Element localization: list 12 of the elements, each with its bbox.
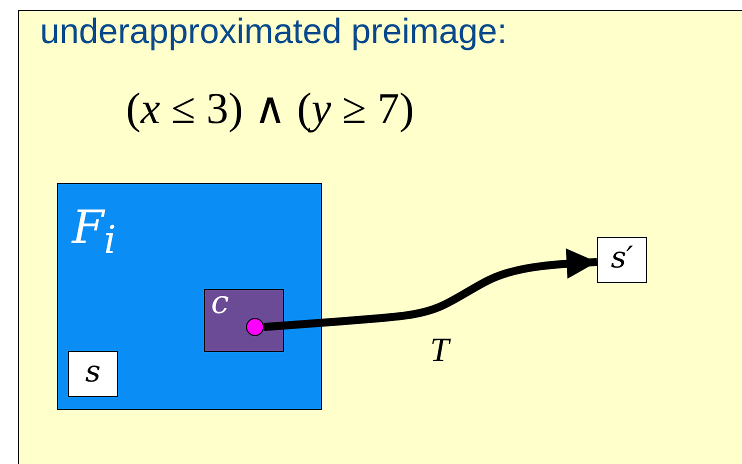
math-label: s [85,358,101,388]
cube-box [204,289,284,352]
title: underapproximated preimage: [40,12,507,52]
state-dot [246,318,264,336]
math-label: F$_{i}$ [72,204,116,261]
state-box [597,237,647,283]
math-label: s′ [610,244,634,274]
state-box [68,351,118,397]
formula: (x ≤ 3) ∧ (y ≥ 7) [126,83,414,134]
region-box [57,183,322,410]
math-label: c [211,286,229,318]
arrow [264,248,598,331]
